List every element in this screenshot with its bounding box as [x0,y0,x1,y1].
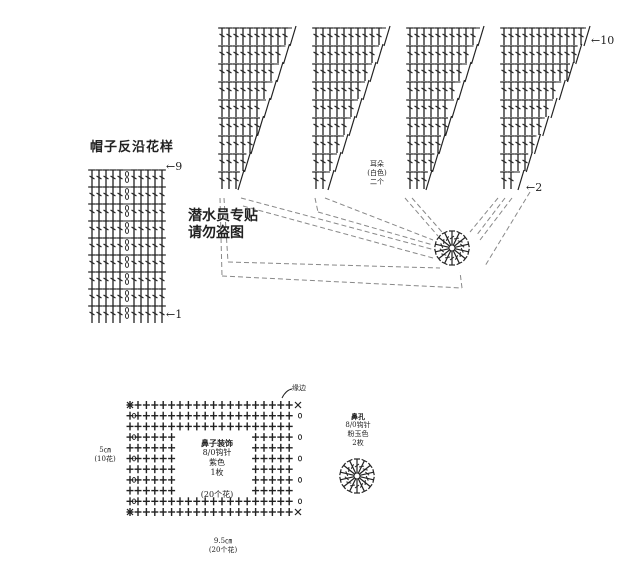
nostril-line2: 8/0钩针 [345,421,371,429]
ear-note-line2: (白色) [367,169,387,177]
row-9-label: ←9 [166,160,183,173]
nostril-line3: 粉玉色 [347,430,369,438]
watermark-line1: 潜水员专贴 [188,208,258,224]
height-dimension-label: 5㎝ (10花) [90,446,120,464]
nose-decoration-note: 鼻子装饰 8/0钩针 紫色 1枚 (20个花) [192,438,242,500]
nose-note-line2: 8/0钩针 [202,448,232,457]
ear-note-line3: 二个 [370,178,384,186]
ear-joining-lines [219,191,531,289]
edge-label-leader [281,388,293,399]
row-2-label: ←2 [526,181,543,194]
width-dimension-label: 9.5㎝ (20个花) [198,537,248,555]
ear-chart [218,25,591,191]
height-line2: (10花) [94,455,116,463]
hat-edge-pattern-title: 帽子反沿花样 [90,140,175,155]
row-10-label: ←10 [591,34,615,47]
hat-edge-pattern-chart [88,169,166,324]
watermark: 潜水员专贴 请勿盗图 [188,208,258,242]
height-line1: 5㎝ [99,446,111,454]
ear-note-line1: 耳朵 [370,160,384,168]
width-line2: (20个花) [208,546,238,554]
watermark-line2: 请勿盗图 [188,225,244,241]
nostril-ring-chart [339,458,375,494]
nose-decoration-chart [125,400,303,517]
ear-note: 耳朵 (白色) 二个 [362,160,392,187]
nostril-note: 鼻孔 8/0钩针 粉玉色 2枚 [340,412,376,448]
edge-label: 缘边 [292,384,306,392]
width-line1: 9.5㎝ [213,537,233,545]
nose-note-line5: (20个花) [200,490,234,499]
nostril-line4: 2枚 [352,439,364,447]
row-1-label: ←1 [166,308,183,321]
nose-note-line4: 1枚 [210,468,224,477]
nose-note-line3: 紫色 [209,458,225,467]
nostril-line1: 鼻孔 [351,412,365,421]
ear-magic-ring [434,230,470,266]
nose-note-line1: 鼻子装饰 [201,438,233,448]
